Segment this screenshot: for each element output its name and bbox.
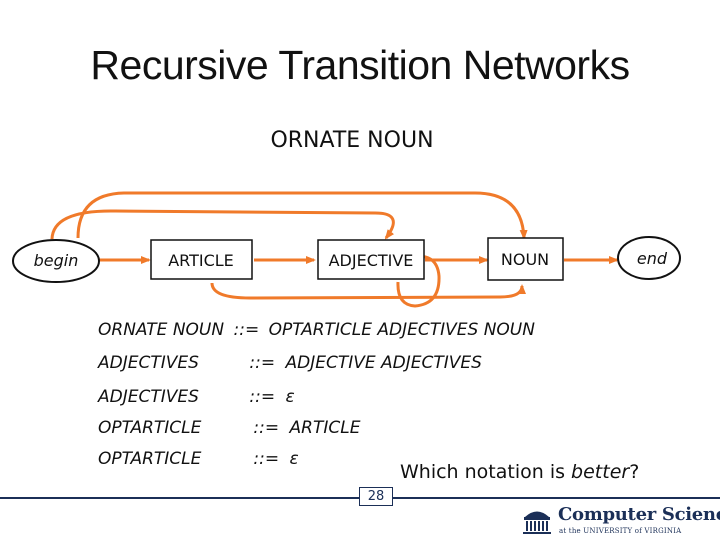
transition-begin-to-adjective <box>50 209 395 240</box>
grammar-rule-ornate-noun: ORNATE NOUN ::= OPTARTICLE ADJECTIVES NO… <box>98 320 535 340</box>
grammar-rhs: ε <box>285 387 295 407</box>
grammar-operator: ::= <box>253 418 280 438</box>
transition-adjective-loop <box>396 251 441 308</box>
question-prefix: Which notation is <box>400 461 572 483</box>
grammar-operator: ::= <box>233 320 260 340</box>
notation-question: Which notation is better? <box>400 461 639 483</box>
grammar-lhs: ADJECTIVES <box>98 387 199 407</box>
article-node-label: ARTICLE <box>168 251 234 270</box>
noun-node-label: NOUN <box>501 250 549 269</box>
grammar-lhs: OPTARTICLE <box>98 449 202 469</box>
grammar-lhs: ADJECTIVES <box>98 353 199 373</box>
grammar-rule-adjectives-empty: ADJECTIVES ::= ε <box>98 387 295 407</box>
slide-title: Recursive Transition Networks <box>90 42 630 88</box>
grammar-rule-adjectives-recursive: ADJECTIVES ::= ADJECTIVE ADJECTIVES <box>98 353 482 373</box>
logo-text: Computer Science <box>558 504 720 525</box>
grammar-rhs: ε <box>289 449 299 469</box>
begin-node: begin <box>12 239 100 283</box>
begin-node-label: begin <box>34 251 79 270</box>
grammar-rule-optarticle-empty: OPTARTICLE ::= ε <box>98 449 299 469</box>
grammar-lhs: OPTARTICLE <box>98 418 202 438</box>
grammar-operator: ::= <box>249 353 276 373</box>
network-title: ORNATE NOUN <box>270 128 434 153</box>
logo-subtext: at the UNIVERSITY of VIRGINIA <box>559 527 682 535</box>
grammar-rule-optarticle-article: OPTARTICLE ::= ARTICLE <box>98 418 360 438</box>
grammar-rhs: ADJECTIVE ADJECTIVES <box>285 353 482 373</box>
grammar-lhs: ORNATE NOUN <box>98 320 225 340</box>
adjective-node-label: ADJECTIVE <box>329 251 414 270</box>
noun-node: NOUN <box>487 237 564 281</box>
grammar-rhs: OPTARTICLE ADJECTIVES NOUN <box>268 320 535 340</box>
grammar-operator: ::= <box>253 449 280 469</box>
page-number: 28 <box>359 487 393 506</box>
end-node: end <box>617 236 681 280</box>
article-node: ARTICLE <box>150 239 253 280</box>
question-emphasis: better <box>571 461 630 483</box>
rotunda-icon <box>523 511 551 534</box>
computer-science-logo: Computer Science at the UNIVERSITY of VI… <box>521 504 720 537</box>
transition-begin-to-noun-skip <box>76 191 528 240</box>
adjective-node: ADJECTIVE <box>317 239 425 280</box>
grammar-operator: ::= <box>249 387 276 407</box>
grammar-rhs: ARTICLE <box>289 418 361 438</box>
question-suffix: ? <box>629 461 640 483</box>
transition-article-to-noun-skip <box>210 282 526 300</box>
end-node-label: end <box>637 249 668 268</box>
